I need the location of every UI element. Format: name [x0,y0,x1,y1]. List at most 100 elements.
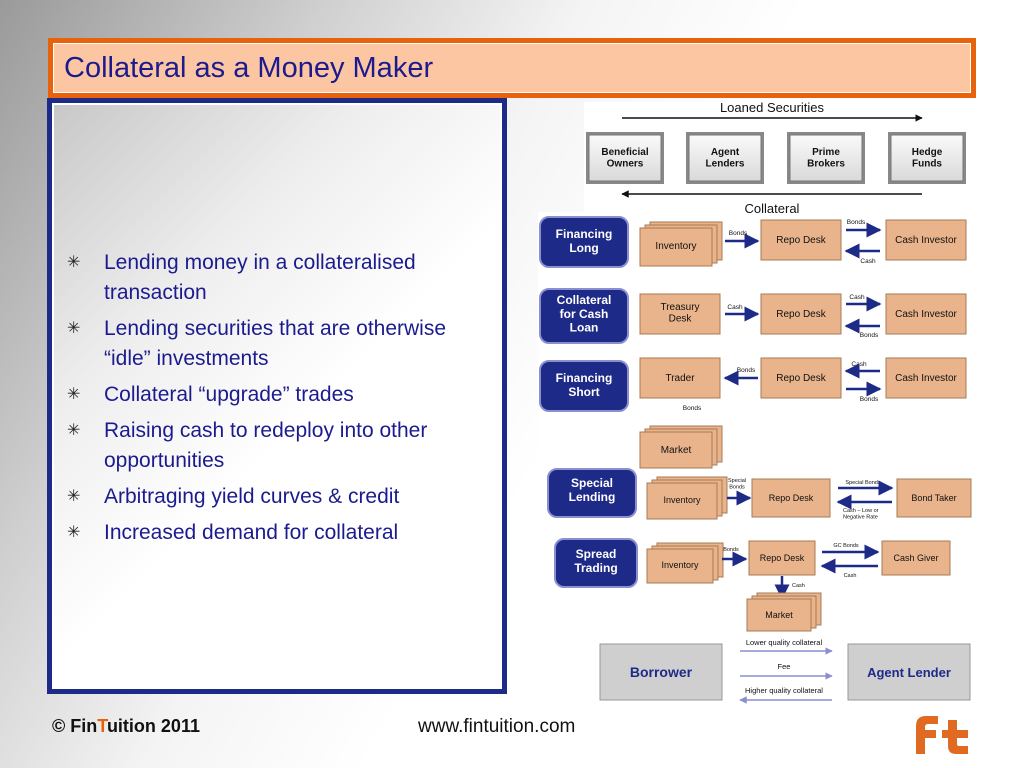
box-cash-giver [881,540,951,576]
pill-financing-short [539,360,629,412]
box-label: Cash Investor [895,373,957,384]
legend-label: Agent Lender [867,665,951,680]
legend-label: Borrower [630,664,693,680]
legend-label: Lower quality collateral [746,638,823,647]
box-cash-investor [885,357,967,399]
box-label: Repo Desk [760,553,805,563]
box-cash-investor [885,293,967,335]
box-label: Repo Desk [776,373,826,384]
bullet-text: Lending securities that are otherwise “i… [104,317,447,370]
box-label: Repo Desk [776,235,826,246]
bullet-text: Arbitraging yield curves & credit [104,485,400,508]
bullet-item: ✳ Raising cash to redeploy into other opp… [64,416,484,476]
footer-copyright-symbol: © [52,716,71,736]
box-repo-desk [760,293,842,335]
box-agent-lender [847,643,971,701]
pill-collateral-cash-loan [539,288,629,344]
pill-spread-trading [554,538,638,588]
asterisk-icon: ✳ [67,524,81,541]
arrow-label: Bonds [860,332,879,339]
box-trader [639,357,721,399]
box-market [746,598,812,632]
arrow-label: Bonds [729,230,748,237]
bullet-text: Collateral “upgrade” trades [104,383,354,406]
arrow-label: Special Bonds [845,480,880,486]
box-label: Repo Desk [769,493,814,503]
bullet-item: ✳Lending securities that are otherwise “… [64,314,484,374]
box-label: Cash Investor [895,309,957,320]
footer-copyright: © FinTuition 2011 [52,716,200,737]
asterisk-icon: ✳ [67,254,81,271]
box-label: Inventory [663,495,701,505]
footer-url[interactable]: www.fintuition.com [418,716,576,737]
arrow-label: Cash [851,361,867,368]
box-inventory [646,482,718,520]
pill-special-lending [547,468,637,518]
box-label: Market [661,445,692,456]
fintuition-logo-icon [916,716,968,754]
box-label: Cash Giver [893,553,938,563]
asterisk-icon: ✳ [67,422,81,439]
legend-label: Fee [778,662,791,671]
loaned-securities-label: Loaned Securities [720,100,825,115]
box-repo-desk [760,357,842,399]
bullet-panel-inner: ✳ Lending money in a collateralised trans… [52,103,502,689]
pill-financing-long [539,216,629,268]
title-inner: Collateral as a Money Maker [53,43,971,93]
legend-borrower-agent-lender: Borrower Lower quality collateral Fee Hi… [599,638,971,704]
bullet-panel: ✳ Lending money in a collateralised trans… [47,98,507,694]
box-repo-desk [751,478,831,518]
bullet-item: ✳Increased demand for collateral [64,518,484,548]
box-label: Inventory [655,241,696,252]
box-bond-taker [896,478,972,518]
box-label: Trader [665,373,695,384]
arrow-label: Bonds [737,367,756,374]
box-repo-desk [748,540,816,576]
arrow-label: Bonds [847,219,866,226]
legend-label: Higher quality collateral [745,686,823,695]
slide-title: Collateral as a Money Maker [64,51,434,84]
bullet-text: Lending money in a collateralised transa… [104,251,416,304]
arrow-label: Bonds [683,405,702,412]
box-borrower [599,643,723,701]
arrow-label: Cash [844,573,857,579]
box-inventory [639,227,713,267]
box-label: Cash Investor [895,235,957,246]
title-bar: Collateral as a Money Maker [48,38,976,98]
collateral-label: Collateral [745,201,800,216]
bullet-text: Raising cash to redeploy into other oppo… [104,419,428,472]
box-treasury-desk [639,293,721,335]
footer-brand-c: uition 2011 [106,716,200,736]
arrow-label: Cash [849,294,865,301]
arrow-label: Bonds [723,547,739,553]
box-label: Bond Taker [911,493,956,503]
asterisk-icon: ✳ [67,386,81,403]
box-label: Repo Desk [776,309,826,320]
bullet-item: ✳ Collateral “upgrade” trades [64,380,484,410]
box-market [639,431,713,469]
arrow-label: Cash [792,583,805,589]
box-repo-desk [760,219,842,261]
